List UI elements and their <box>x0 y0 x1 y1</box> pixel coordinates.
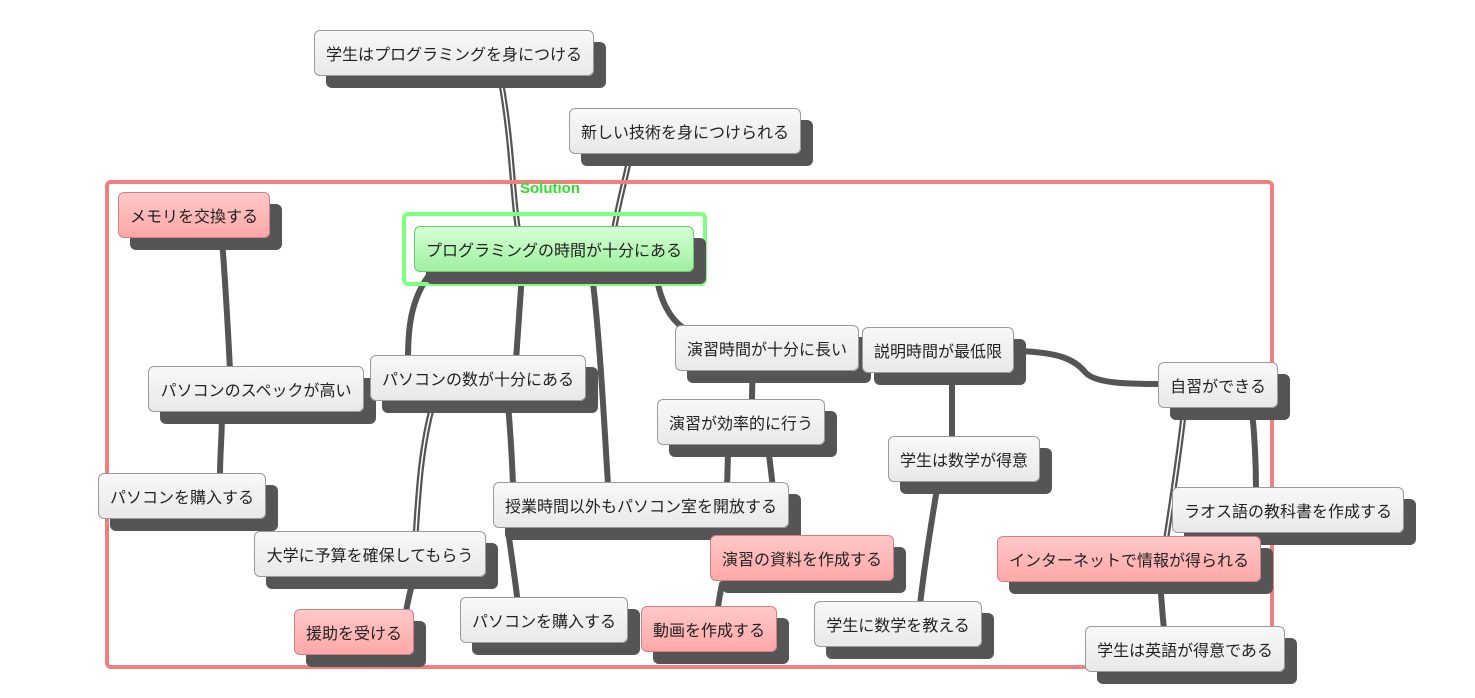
node-univ-budget[interactable]: 大学に予算を確保してもらう <box>254 531 486 577</box>
node-teach-math[interactable]: 学生に数学を教える <box>814 601 982 647</box>
node-good-at-math[interactable]: 学生は数学が得意 <box>888 436 1040 482</box>
node-learn-programming[interactable]: 学生はプログラミングを身につける <box>314 30 594 76</box>
node-buy-pc-2[interactable]: パソコンを購入する <box>460 597 628 643</box>
node-swap-memory[interactable]: メモリを交換する <box>118 192 270 238</box>
node-get-aid[interactable]: 援助を受ける <box>294 609 414 655</box>
connector <box>1013 348 1167 387</box>
node-make-video[interactable]: 動画を作成する <box>641 606 777 652</box>
node-long-exercise[interactable]: 演習時間が十分に長い <box>675 325 859 371</box>
connector <box>405 271 433 363</box>
node-enough-pcs[interactable]: パソコンの数が十分にある <box>370 355 586 401</box>
node-lao-textbook[interactable]: ラオス語の教科書を作成する <box>1172 487 1404 533</box>
connector <box>1157 581 1167 631</box>
group-solution-label: Solution <box>520 180 580 197</box>
node-enough-time[interactable]: プログラミングの時間が十分にある <box>414 226 694 272</box>
node-self-study[interactable]: 自習ができる <box>1158 362 1278 408</box>
node-efficient-exercise[interactable]: 演習が効率的に行う <box>657 399 825 445</box>
node-open-pc-room[interactable]: 授業時間以外もパソコン室を開放する <box>493 482 789 528</box>
connector <box>219 237 233 373</box>
node-buy-pc-1[interactable]: パソコンを購入する <box>98 473 266 519</box>
node-pc-spec-high[interactable]: パソコンのスペックが高い <box>148 366 364 412</box>
connector <box>917 480 941 608</box>
connector <box>589 271 611 488</box>
node-internet-info[interactable]: インターネットで情報が得られる <box>997 536 1261 582</box>
connector <box>217 409 225 478</box>
node-new-skills[interactable]: 新しい技術を身につけられる <box>569 108 801 154</box>
group-added-box <box>105 180 1274 669</box>
node-min-explanation[interactable]: 説明時間が最低限 <box>862 327 1014 373</box>
node-good-at-english[interactable]: 学生は英語が得意である <box>1085 626 1285 672</box>
connector <box>1249 407 1259 493</box>
node-exercise-materials[interactable]: 演習の資料を作成する <box>710 535 894 581</box>
group-solution-box <box>402 212 707 286</box>
